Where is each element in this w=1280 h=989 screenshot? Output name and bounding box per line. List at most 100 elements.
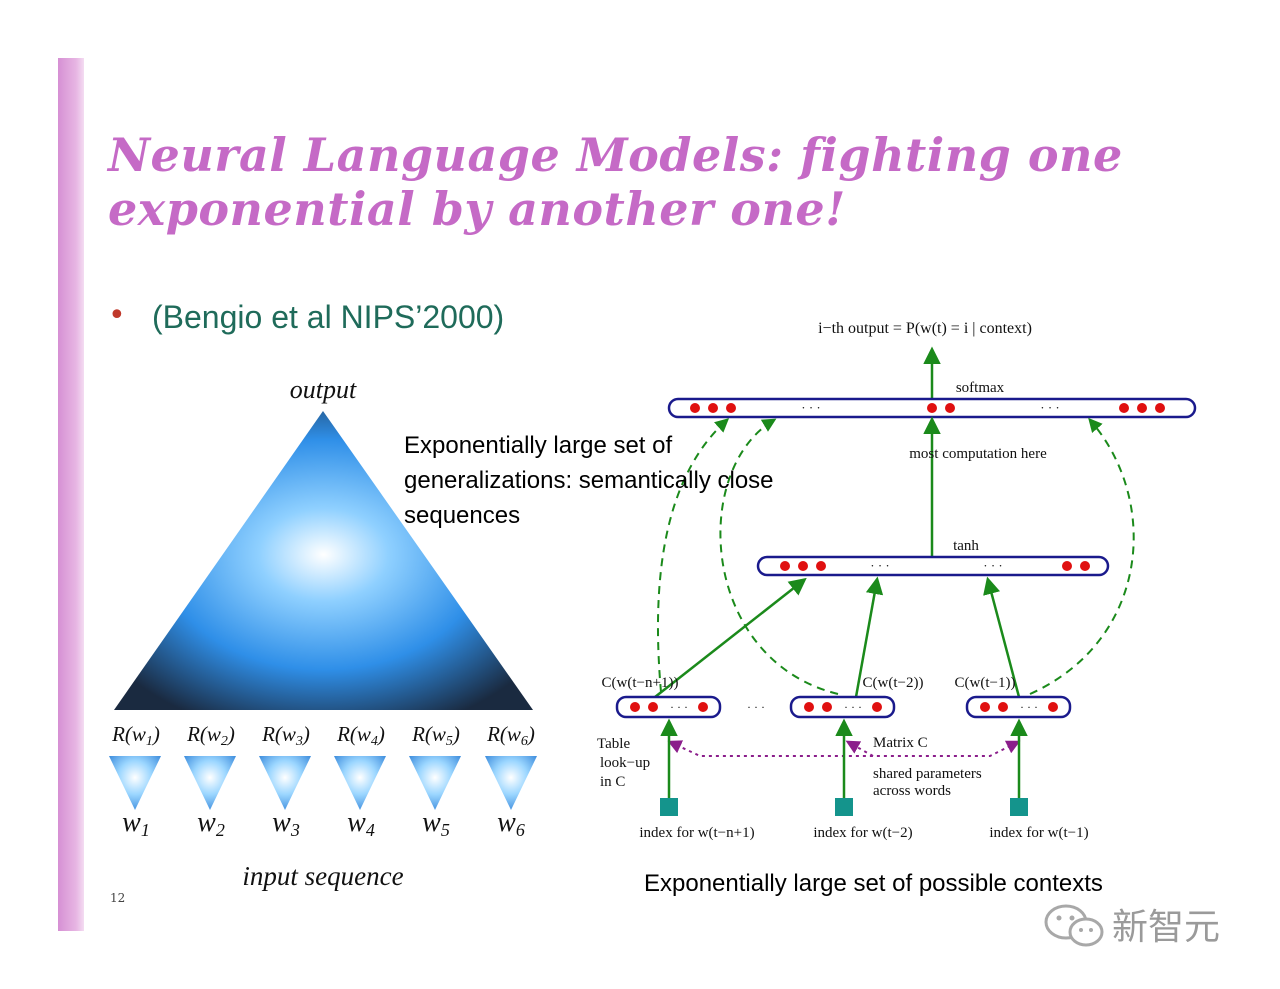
arrow-context1-to-tanh [654,577,807,698]
context-to-tanh-arrows [654,576,1021,698]
representation-labels: R(w1) R(w2) R(w3) R(w4) R(w5) R(w6) [111,722,535,749]
pyramid-output-label: output [290,375,357,404]
tanh-unit [798,561,808,571]
embedding-unit [998,702,1008,712]
context-label-2: C(w(t−2)) [863,675,924,691]
word-1: w1 [122,807,150,840]
input-words: w1 w2 w3 w4 w5 w6 [122,807,525,840]
context-ellipsis: · · · [747,700,765,714]
rep-label-3: R(w3) [261,722,310,749]
arrow-context3-to-tanh [983,576,1021,698]
tanh-unit [1080,561,1090,571]
shared-parameters-link [667,740,1021,757]
rep-label-1: R(w1) [111,722,160,749]
slide-title: Neural Language Models: fighting one exp… [108,128,1123,236]
embedding-triangle-5 [409,756,461,810]
embedding-ellipsis: · · · [670,700,688,714]
embedding-unit [872,702,882,712]
word-5: w5 [422,807,450,840]
table-lookup-line-2: look−up [600,755,650,771]
embedding-unit [1048,702,1058,712]
index-square-3 [1010,798,1028,816]
matrix-c-label: Matrix C [873,735,928,751]
output-probability-label: i−th output = P(w(t) = i | context) [818,320,1032,337]
shared-params-line-1: shared parameters [873,766,982,782]
softmax-ellipsis-left: · · · [801,400,821,415]
arc-context1-to-softmax [656,418,730,693]
embedding-unit [804,702,814,712]
embedding-triangle-1 [109,756,161,810]
softmax-unit [726,403,736,413]
computation-label: most computation here [909,446,1047,462]
rep-label-5: R(w5) [411,722,460,749]
neural-network-diagram: i−th output = P(w(t) = i | context) soft… [597,320,1197,841]
softmax-unit [927,403,937,413]
pyramid-diagram: output R(w1) R(w2) R(w3) R(w4) R(w5) R(w… [109,375,537,891]
softmax-unit [1137,403,1147,413]
rep-label-6: R(w6) [486,722,535,749]
bullet-marker: • [108,298,126,333]
wechat-logo-icon [1044,904,1104,947]
tanh-label: tanh [953,538,979,554]
arc-context3-to-softmax [1029,417,1135,695]
bullet-citation: (Bengio et al NIPS’2000) [152,299,505,335]
index-label-2: index for w(t−2) [813,825,912,841]
slide-accent-bar [58,58,84,931]
arc-context2-to-softmax [719,418,839,695]
index-square-2 [835,798,853,816]
tanh-unit [816,561,826,571]
shared-parameters-link-middle [845,740,874,757]
lookup-arrows [660,718,1028,798]
tanh-layer [756,555,1110,577]
pyramid-input-label: input sequence [242,861,403,891]
watermark-text: 新智元 [1112,907,1221,948]
tanh-units [780,561,1090,571]
direct-connection-arcs [656,417,1135,695]
rep-label-2: R(w2) [186,722,235,749]
embedding-triangle-2 [184,756,236,810]
softmax-unit [1155,403,1165,413]
page-number: 12 [110,891,126,905]
word-3: w3 [272,807,300,840]
rep-label-4: R(w4) [336,722,385,749]
tanh-ellipsis-left: · · · [870,558,890,573]
softmax-unit [945,403,955,413]
softmax-unit [690,403,700,413]
word-6: w6 [497,807,525,840]
embedding-unit [980,702,990,712]
context-embedding-1 [615,695,722,719]
context-label-1: C(w(t−n+1)) [602,675,679,691]
word-2: w2 [197,807,225,840]
embedding-unit [822,702,832,712]
pyramid-triangle [114,411,533,710]
softmax-ellipsis-right: · · · [1040,400,1060,415]
shared-params-line-2: across words [873,783,951,799]
index-square-1 [660,798,678,816]
softmax-units [690,403,1165,413]
word-4: w4 [347,807,375,840]
tanh-unit [1062,561,1072,571]
tanh-unit [780,561,790,571]
embedding-triangle-6 [485,756,537,810]
word-embedding-triangles [109,756,537,810]
context-embedding-2 [789,695,896,719]
tanh-ellipsis-right: · · · [983,558,1003,573]
embedding-triangle-4 [334,756,386,810]
embedding-ellipsis: · · · [844,700,862,714]
context-embedding-3 [965,695,1072,719]
context-label-3: C(w(t−1)) [955,675,1016,691]
embedding-unit [698,702,708,712]
embedding-triangle-3 [259,756,311,810]
contexts-note: Exponentially large set of possible cont… [644,870,1103,897]
index-label-3: index for w(t−1) [989,825,1088,841]
embedding-unit [648,702,658,712]
table-lookup-line-3: in C [600,774,625,790]
embedding-ellipsis: · · · [1020,700,1038,714]
arrow-context2-to-tanh [854,576,884,698]
generalization-note: Exponentially large set of generalizatio… [404,432,774,529]
softmax-unit [1119,403,1129,413]
embedding-unit [630,702,640,712]
index-label-1: index for w(t−n+1) [639,825,754,841]
table-lookup-line-1: Table [597,736,630,752]
softmax-unit [708,403,718,413]
